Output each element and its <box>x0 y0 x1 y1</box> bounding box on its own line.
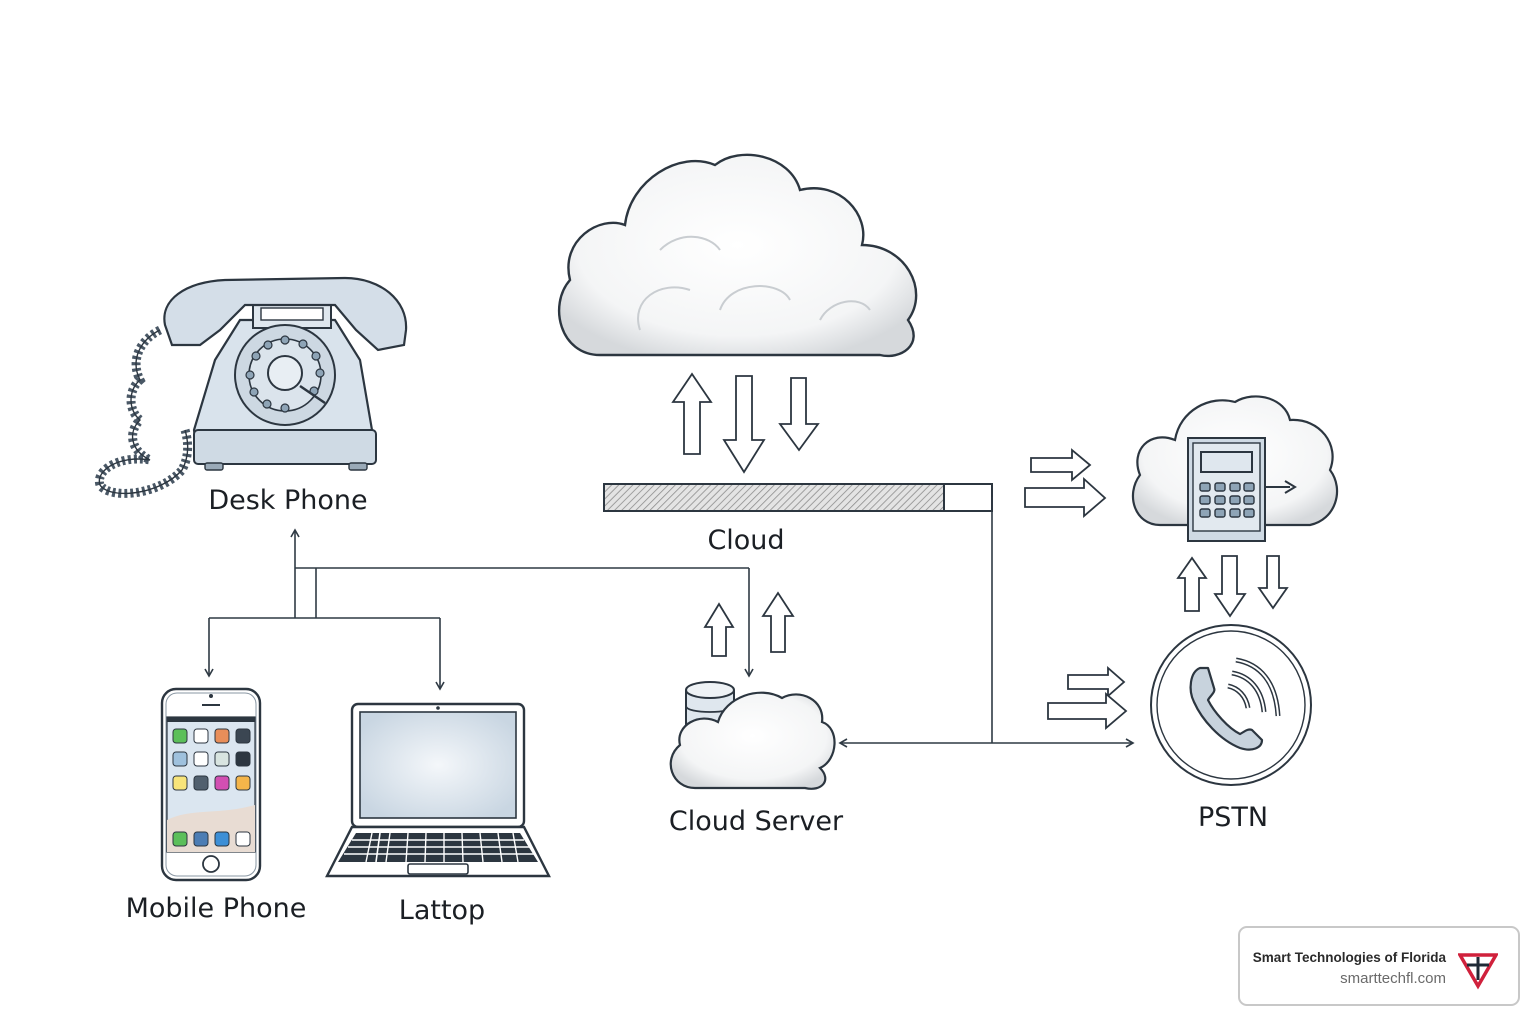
up-arrow-icon <box>761 591 795 653</box>
up-arrow-icon <box>671 372 713 455</box>
desk-phone-label: Desk Phone <box>208 485 367 516</box>
cloud-server-up-arrows <box>703 591 795 657</box>
right-arrow-icon <box>1047 692 1128 730</box>
brand-company-name: Smart Technologies of Florida <box>1252 950 1446 965</box>
brand-logo-icon <box>1458 953 1498 990</box>
laptop-icon <box>325 702 551 878</box>
database-cloud-icon <box>669 681 836 790</box>
down-arrow-icon <box>1257 555 1289 610</box>
down-arrow-icon <box>1213 555 1247 618</box>
keypad-cloud-icon <box>1131 395 1339 542</box>
right-arrow-icon <box>1030 448 1092 482</box>
gateway-arrows <box>1024 448 1107 518</box>
up-arrow-icon <box>703 602 735 657</box>
right-arrow-icon <box>1067 666 1126 698</box>
cloud-server-label: Cloud Server <box>669 806 844 837</box>
pstn-label: PSTN <box>1198 802 1268 833</box>
device-connectors <box>204 528 754 691</box>
cloud-icon <box>557 153 918 358</box>
phone-call-icon <box>1150 624 1312 786</box>
right-arrow-icon <box>1024 476 1107 518</box>
cloud-label: Cloud <box>707 525 784 556</box>
down-arrow-icon <box>778 377 820 452</box>
rotary-phone-icon <box>94 276 408 498</box>
cloud-updown-arrows <box>671 372 820 474</box>
down-arrow-icon <box>722 375 766 474</box>
laptop-label: Lattop <box>399 895 485 926</box>
brand-url-link[interactable]: smarttechfl.com <box>1340 970 1446 987</box>
pstn-arrows <box>1047 666 1128 730</box>
cloud-bar <box>603 483 993 512</box>
brand-badge[interactable]: Smart Technologies of Florida smarttechf… <box>1238 926 1520 1006</box>
mobile-phone-label: Mobile Phone <box>126 893 307 924</box>
up-arrow-icon <box>1176 556 1208 612</box>
gateway-pstn-arrows <box>1176 555 1289 618</box>
smartphone-icon <box>160 687 262 882</box>
